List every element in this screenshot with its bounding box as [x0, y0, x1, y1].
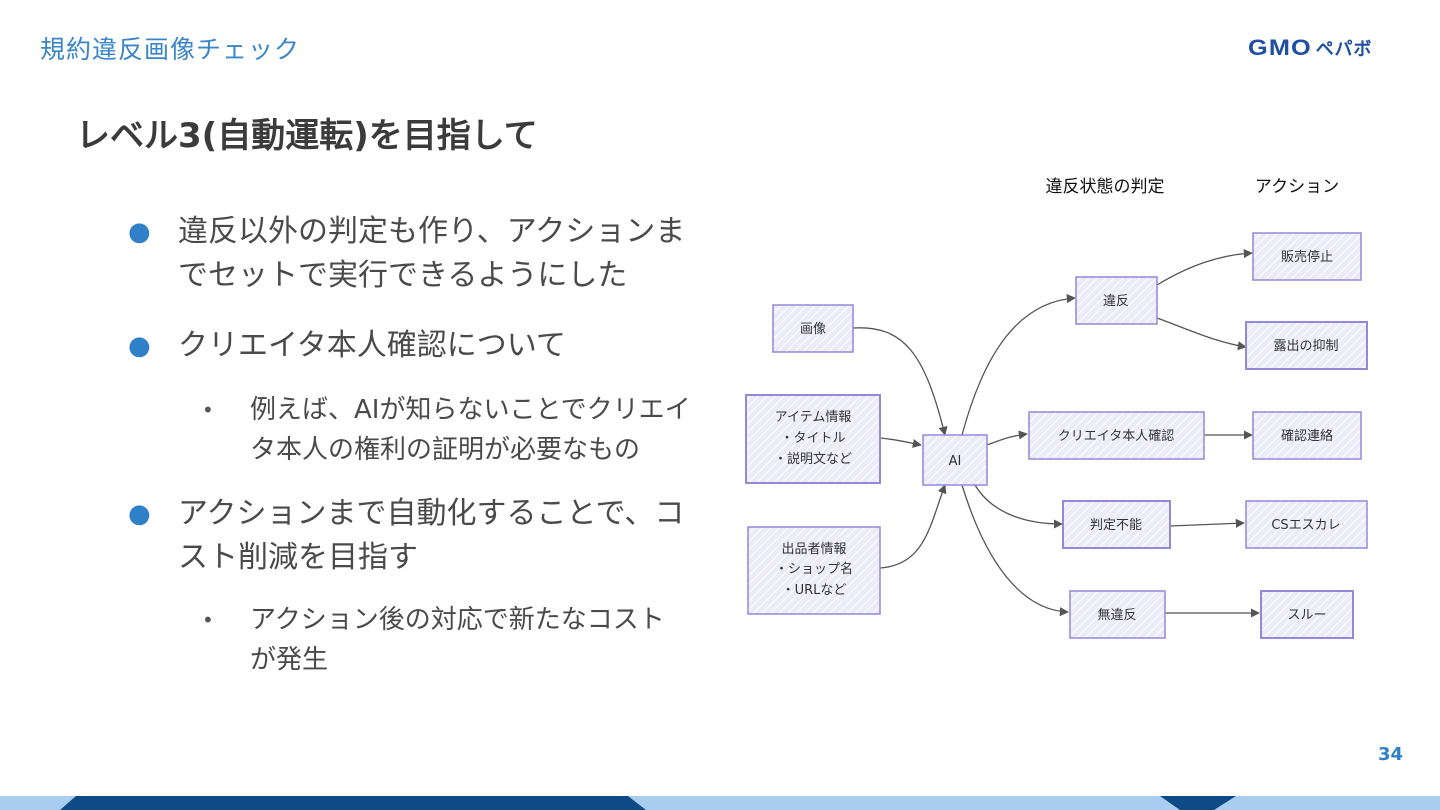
node-suppress-exposure	[1245, 321, 1368, 370]
bullet-item: ● アクションまで自動化することで、コ スト削減を目指す	[128, 492, 728, 580]
arrow-violation-to-suppress	[1156, 317, 1247, 351]
arrow-ai-to-noviolation	[961, 484, 1069, 617]
node-seller-info	[747, 526, 881, 615]
node-label: アイテム情報	[775, 410, 852, 425]
sub-bullet-text: タ本人の権利の証明が必要なもの	[250, 435, 641, 465]
node-label: ・説明文など	[774, 451, 852, 467]
node-confirm-contact	[1252, 411, 1362, 460]
node-image	[772, 304, 854, 353]
section-title: 規約違反画像チェック	[40, 35, 301, 64]
bullet-dot-icon: ●	[128, 499, 151, 529]
connector-arrows	[852, 248, 1260, 618]
arrow-seller-to-ai	[879, 484, 947, 569]
node-label: AI	[949, 454, 962, 469]
slide-headline: レベル3(自動運転)を目指して	[76, 116, 538, 156]
footer-band-dark-left	[60, 796, 646, 810]
column-label-action: アクション	[1255, 177, 1339, 197]
node-violation	[1075, 276, 1158, 325]
column-label-judgement: 違反状態の判定	[1046, 177, 1165, 197]
node-stop-sales	[1252, 232, 1362, 281]
flow-diagram: 違反状態の判定 アクション 画像 アイテム情報 ・タイトル ・説明文など	[745, 177, 1368, 639]
footer-band-dark-right	[1160, 796, 1236, 810]
sub-bullet-dot-icon: •	[202, 398, 214, 422]
bullet-text: スト削減を目指す	[178, 540, 418, 575]
node-cs-escalate	[1245, 500, 1368, 549]
arrow-undecidable-to-cs	[1169, 518, 1245, 528]
sub-bullet-item: • アクション後の対応で新たなコスト が発生	[128, 600, 728, 680]
page-number: 34	[1378, 744, 1404, 765]
node-label: 違反	[1103, 294, 1129, 309]
arrow-ai-to-undecidable	[974, 484, 1063, 529]
sub-bullet-item: • 例えば、AIが知らないことでクリエイ タ本人の権利の証明が必要なもの	[128, 390, 728, 470]
node-item-info	[745, 394, 881, 484]
sub-bullet-text: アクション後の対応で新たなコスト	[250, 605, 665, 635]
node-label: CSエスカレ	[1271, 518, 1340, 533]
node-label: ・タイトル	[780, 431, 845, 446]
node-undecidable	[1062, 500, 1171, 549]
node-label: ・ショップ名	[775, 561, 853, 577]
node-label: 判定不能	[1090, 518, 1142, 533]
arrow-violation-to-stop	[1156, 248, 1253, 286]
node-label: スルー	[1287, 608, 1326, 623]
logo-brand-text: ペパボ	[1315, 39, 1373, 60]
node-label: 販売停止	[1281, 249, 1333, 265]
node-label: 無違反	[1097, 608, 1136, 623]
arrow-image-to-ai	[852, 327, 948, 436]
node-pass	[1260, 590, 1354, 639]
arrow-item-to-ai	[879, 437, 922, 449]
node-label: クリエイタ本人確認	[1058, 428, 1174, 444]
node-label: 確認連絡	[1281, 428, 1333, 444]
bullet-item: ● クリエイタ本人確認について	[128, 324, 728, 368]
node-creator-check	[1028, 411, 1205, 460]
logo-gmo-text: GMO	[1248, 35, 1312, 60]
node-label: ・URLなど	[782, 583, 847, 598]
bullet-item: ● 違反以外の判定も作り、アクションま でセットで実行できるようにした	[128, 210, 728, 298]
footer-band	[0, 796, 1440, 810]
node-label: 出品者情報	[781, 542, 846, 557]
bullet-text: クリエイタ本人確認について	[178, 328, 566, 363]
sub-bullet-text: 例えば、AIが知らないことでクリエイ	[250, 395, 691, 425]
node-label: 露出の抑制	[1273, 339, 1338, 354]
bullet-text: アクションまで自動化することで、コ	[178, 496, 685, 531]
arrow-ai-to-violation	[961, 294, 1076, 436]
bullet-text: でセットで実行できるようにした	[178, 258, 628, 293]
node-label: 画像	[800, 322, 826, 337]
sub-bullet-dot-icon: •	[202, 608, 214, 632]
bullet-list: ● 違反以外の判定も作り、アクションま でセットで実行できるようにした ● クリ…	[128, 210, 728, 680]
node-no-violation	[1069, 590, 1166, 639]
gmo-pepabo-logo: GMO ペパボ	[1248, 35, 1404, 60]
bullet-dot-icon: ●	[128, 217, 151, 247]
bullet-text: 違反以外の判定も作り、アクションま	[178, 214, 686, 249]
arrow-ai-to-creator	[986, 430, 1028, 446]
sub-bullet-text: が発生	[250, 645, 329, 675]
node-ai	[922, 434, 988, 486]
bullet-dot-icon: ●	[128, 331, 151, 361]
